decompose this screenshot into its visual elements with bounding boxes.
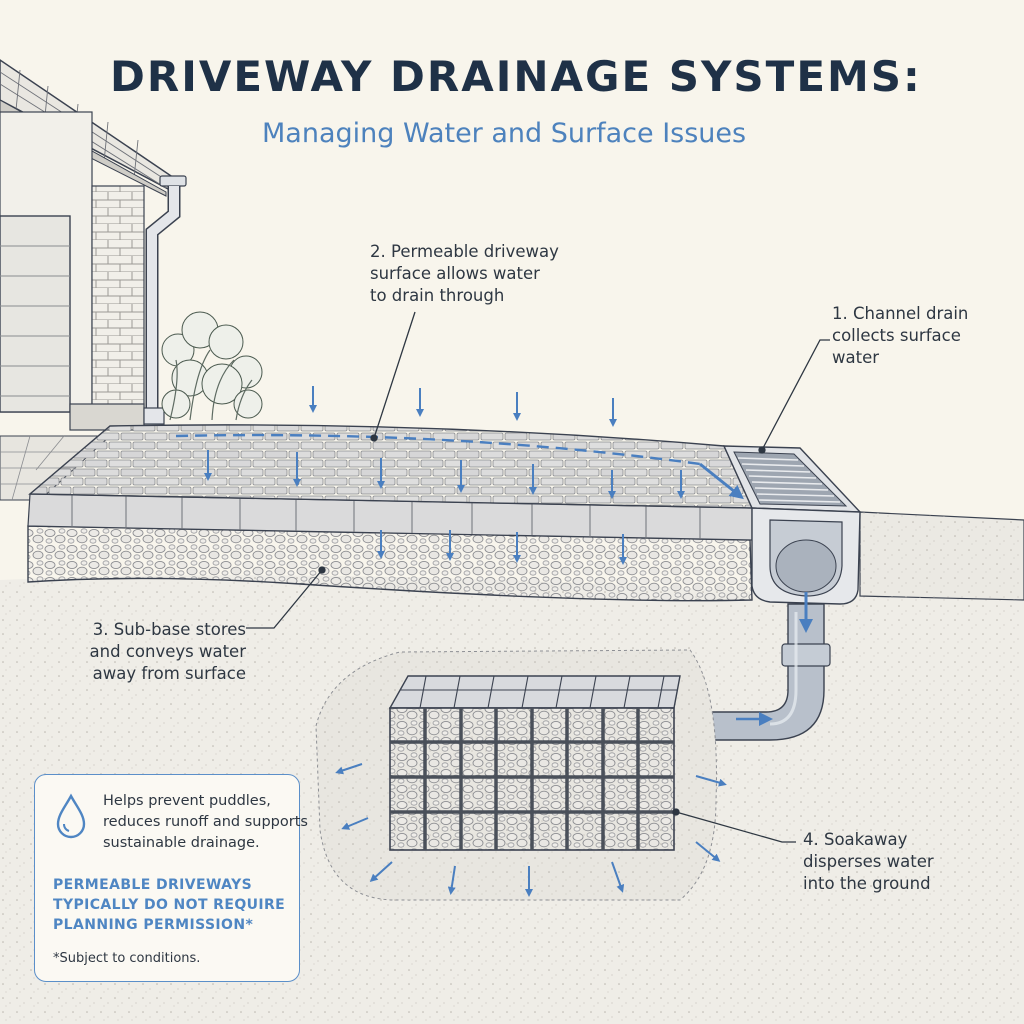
planning-permission-callout: PERMEABLE DRIVEWAYS TYPICALLY DO NOT REQ… bbox=[53, 877, 286, 933]
permeable-driveway-surface bbox=[28, 424, 754, 509]
label-soakaway: 4. Soakaway disperses water into the gro… bbox=[803, 830, 934, 893]
water-flow-arrows bbox=[175, 386, 813, 897]
water-drop-icon bbox=[56, 793, 86, 839]
outlet-pipe bbox=[675, 603, 831, 741]
label-sub-base: 3. Sub-base stores and conveys water awa… bbox=[89, 620, 246, 683]
info-text: Helps prevent puddles, reduces runoff an… bbox=[103, 793, 308, 851]
soakaway-crate bbox=[388, 675, 681, 851]
sub-base-gravel bbox=[27, 525, 753, 602]
page-subtitle: Managing Water and Surface Issues bbox=[262, 118, 747, 149]
label-channel-drain: 1. Channel drain collects surface water bbox=[832, 304, 969, 367]
shrub bbox=[161, 311, 263, 419]
house bbox=[0, 59, 263, 501]
callout-leader-lines bbox=[246, 311, 830, 843]
info-box: Helps prevent puddles, reduces runoff an… bbox=[34, 774, 308, 982]
channel-drain bbox=[722, 445, 862, 605]
footnote: *Subject to conditions. bbox=[53, 951, 201, 966]
page-title: DRIVEWAY DRAINAGE SYSTEMS: bbox=[110, 52, 922, 101]
label-permeable-surface: 2. Permeable driveway surface allows wat… bbox=[370, 242, 559, 305]
